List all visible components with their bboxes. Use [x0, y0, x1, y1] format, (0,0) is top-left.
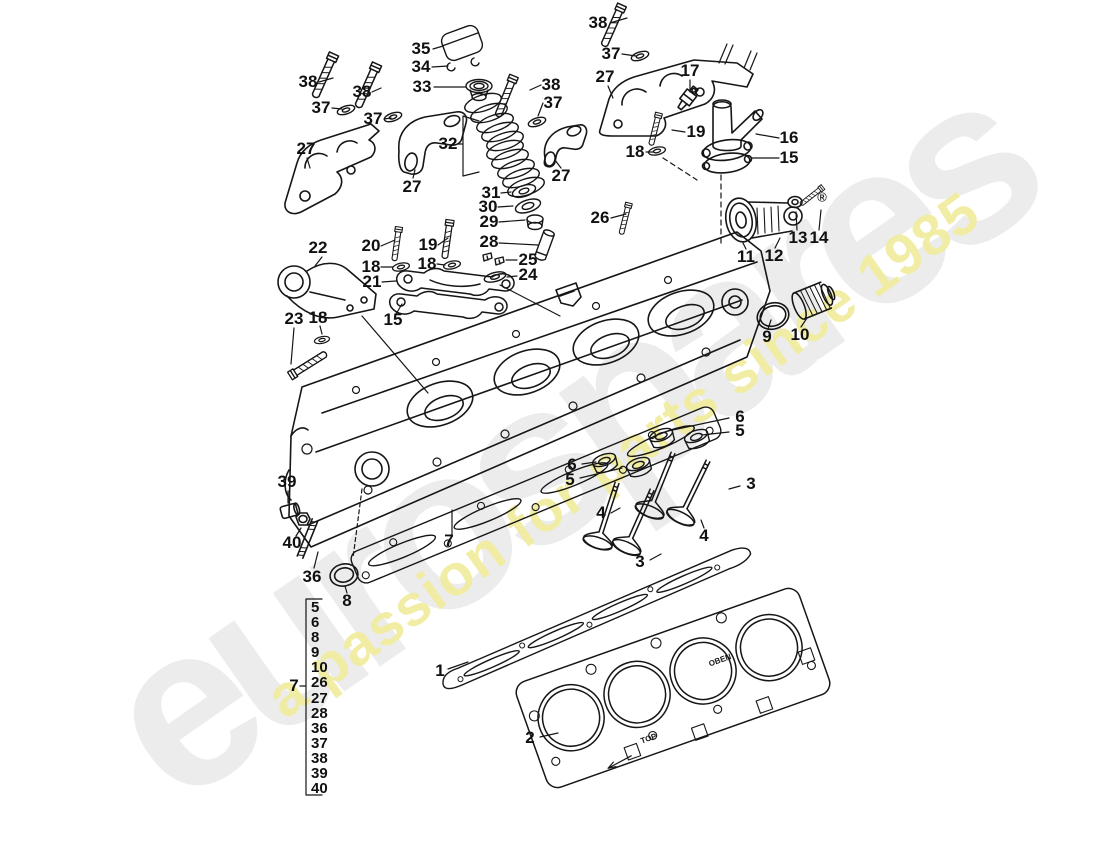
callout-5: 5 — [735, 421, 745, 440]
callout-33: 33 — [412, 77, 432, 96]
callout-19: 19 — [686, 122, 706, 141]
callout-34: 34 — [411, 57, 431, 76]
callout-19: 19 — [418, 235, 438, 254]
callout-38: 38 — [352, 82, 372, 101]
callout-11: 11 — [737, 247, 755, 266]
callout-15: 15 — [779, 148, 799, 167]
leader-lines — [287, 17, 822, 796]
parts-list-item-8: 8 — [311, 629, 320, 647]
part-bracket-right — [598, 43, 758, 137]
callout-4: 4 — [699, 526, 709, 545]
callout-10: 10 — [790, 325, 810, 344]
parts-list-item-37: 37 — [311, 734, 328, 752]
callout-3: 3 — [746, 474, 756, 493]
parts-list-item-38: 38 — [311, 749, 328, 767]
callout-1: 1 — [435, 661, 445, 680]
callout-30: 30 — [478, 197, 498, 216]
callout-31: 31 — [481, 183, 501, 202]
callout-32: 32 — [438, 134, 458, 153]
part-thermostat — [724, 197, 803, 243]
part-temp-sensor — [677, 85, 699, 111]
callout-7: 7 — [444, 531, 454, 550]
parts-list-item-36: 36 — [311, 719, 328, 737]
callout-27: 27 — [402, 177, 422, 196]
callout-38: 38 — [541, 75, 561, 94]
callout-28: 28 — [479, 232, 499, 251]
callout-8: 8 — [342, 591, 352, 610]
callout-27: 27 — [296, 139, 316, 158]
callout-37: 37 — [363, 109, 383, 128]
callout-35: 35 — [411, 39, 431, 58]
callout-37: 37 — [543, 93, 563, 112]
callout-27: 27 — [551, 166, 571, 185]
callout-36: 36 — [302, 567, 322, 586]
callout-22: 22 — [308, 238, 328, 257]
parts-list-item-5: 5 — [311, 599, 320, 616]
callout-23: 23 — [284, 309, 304, 328]
parts-list-item-9: 9 — [311, 644, 320, 662]
callout-26: 26 — [590, 208, 610, 227]
callout-18: 18 — [308, 308, 328, 327]
callout-18: 18 — [417, 254, 437, 273]
callout-9: 9 — [762, 327, 772, 346]
callout-27: 27 — [595, 67, 615, 86]
callout-37: 37 — [311, 98, 331, 117]
callout-20: 20 — [361, 236, 381, 255]
callout-7: 7 — [289, 676, 299, 695]
part-gasket-1 — [442, 547, 752, 690]
callout-37: 37 — [601, 44, 621, 63]
callout-40: 40 — [282, 533, 302, 552]
parts-list-item-40: 40 — [311, 780, 328, 798]
parts-list-item-28: 28 — [311, 704, 328, 722]
callout-6: 6 — [567, 455, 577, 474]
callout-13: 13 — [788, 228, 808, 247]
callout-18: 18 — [625, 142, 645, 161]
callout-38: 38 — [298, 72, 318, 91]
callout-14: 14 — [809, 228, 829, 247]
parts-list-item-39: 39 — [311, 765, 328, 783]
callout-38: 38 — [588, 13, 608, 32]
part-bracket-left — [284, 123, 380, 215]
callout-29: 29 — [479, 212, 499, 231]
callout-6: 6 — [735, 407, 745, 426]
part-oring-plug — [756, 281, 836, 331]
callout-25: 25 — [518, 250, 538, 269]
part-spring-hardware — [482, 183, 555, 283]
diagram-artwork: TOP OBEN — [277, 2, 836, 796]
parts-diagram-page: eurospares a passion for parts since 198… — [57, 2, 1073, 849]
callout-4: 4 — [596, 503, 606, 522]
part-water-outlet — [701, 99, 764, 174]
callout-39: 39 — [277, 472, 297, 491]
callout-24: 24 — [518, 265, 538, 284]
callout-16: 16 — [779, 128, 799, 147]
registered-trademark-icon: ® — [817, 189, 827, 205]
part-cover-plate — [388, 267, 515, 320]
callout-15: 15 — [383, 310, 403, 329]
callout-12: 12 — [764, 246, 784, 265]
parts-list-item-10: 10 — [311, 659, 328, 677]
callout-18: 18 — [361, 257, 381, 276]
callout-5: 5 — [565, 470, 575, 489]
callout-21: 21 — [362, 272, 382, 291]
parts-list-item-26: 26 — [311, 674, 328, 692]
part-lifting-bracket — [277, 262, 377, 319]
callout-3: 3 — [635, 552, 645, 571]
part-cylinder-head — [284, 231, 771, 548]
callout-17: 17 — [680, 61, 700, 80]
part-cam-seal-set — [279, 502, 359, 587]
part-elbow-left — [397, 111, 468, 175]
parts-list-item-6: 6 — [311, 614, 320, 632]
part-tappet-set — [440, 24, 493, 102]
parts-list-item-27: 27 — [311, 689, 328, 707]
callout-2: 2 — [525, 728, 535, 747]
